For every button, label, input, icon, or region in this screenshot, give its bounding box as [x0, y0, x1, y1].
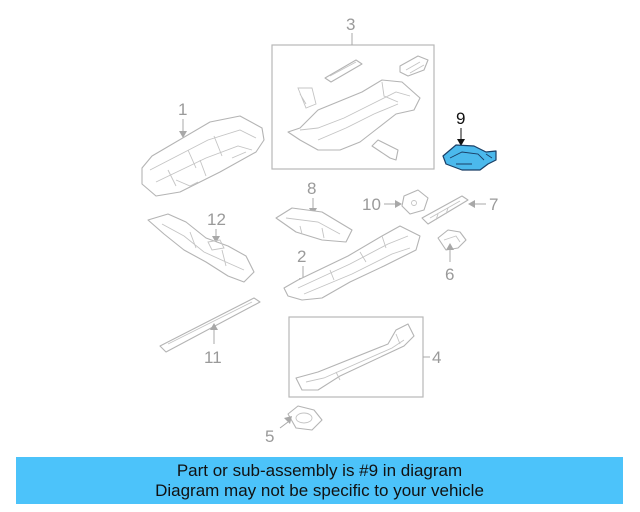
group-2: 2 — [283, 225, 421, 301]
group-3: 3 — [271, 15, 435, 170]
banner-line-1: Part or sub-assembly is #9 in diagram — [176, 460, 463, 480]
part-3-bar[interactable] — [371, 139, 399, 161]
parts-diagram: 3 1 9 10 7 — [141, 15, 498, 446]
info-banner: Part or sub-assembly is #9 in diagram Di… — [16, 457, 623, 504]
callout-9[interactable]: 9 — [456, 109, 465, 128]
callout-4[interactable]: 4 — [432, 348, 441, 367]
group-4: 4 — [288, 316, 441, 398]
callout-11[interactable]: 11 — [204, 348, 222, 367]
callout-6[interactable]: 6 — [445, 265, 454, 284]
callout-7[interactable]: 7 — [489, 195, 498, 214]
group-5: 5 — [265, 405, 323, 446]
callout-12[interactable]: 12 — [207, 210, 226, 229]
group-6: 6 — [437, 229, 467, 284]
group-1: 1 — [141, 100, 265, 197]
part-8-panel[interactable] — [275, 207, 353, 243]
group-10: 10 — [362, 189, 429, 215]
callout-10[interactable]: 10 — [362, 195, 381, 214]
part-3-strip[interactable] — [324, 59, 363, 83]
part-5-mount[interactable] — [287, 405, 323, 431]
callout-1[interactable]: 1 — [178, 100, 187, 119]
group-3-box — [271, 44, 435, 170]
group-7: 7 — [421, 195, 498, 225]
group-8: 8 — [275, 179, 353, 243]
banner-line-2: Diagram may not be specific to your vehi… — [155, 480, 484, 500]
part-3-floor-pan[interactable] — [287, 79, 421, 151]
callout-2[interactable]: 2 — [297, 247, 306, 266]
group-11: 11 — [159, 297, 261, 367]
part-12-side-panel[interactable] — [147, 213, 255, 283]
part-3-bracket[interactable] — [399, 55, 429, 77]
part-10-plate[interactable] — [401, 189, 429, 215]
part-1-rear-floor[interactable] — [141, 115, 265, 197]
callout-8[interactable]: 8 — [307, 179, 316, 198]
callout-3[interactable]: 3 — [346, 15, 355, 34]
part-4-rocker[interactable] — [295, 323, 415, 391]
part-11-sill[interactable] — [159, 297, 261, 353]
callout-5[interactable]: 5 — [265, 427, 274, 446]
group-12: 12 — [147, 210, 255, 283]
group-9: 9 — [442, 109, 497, 171]
